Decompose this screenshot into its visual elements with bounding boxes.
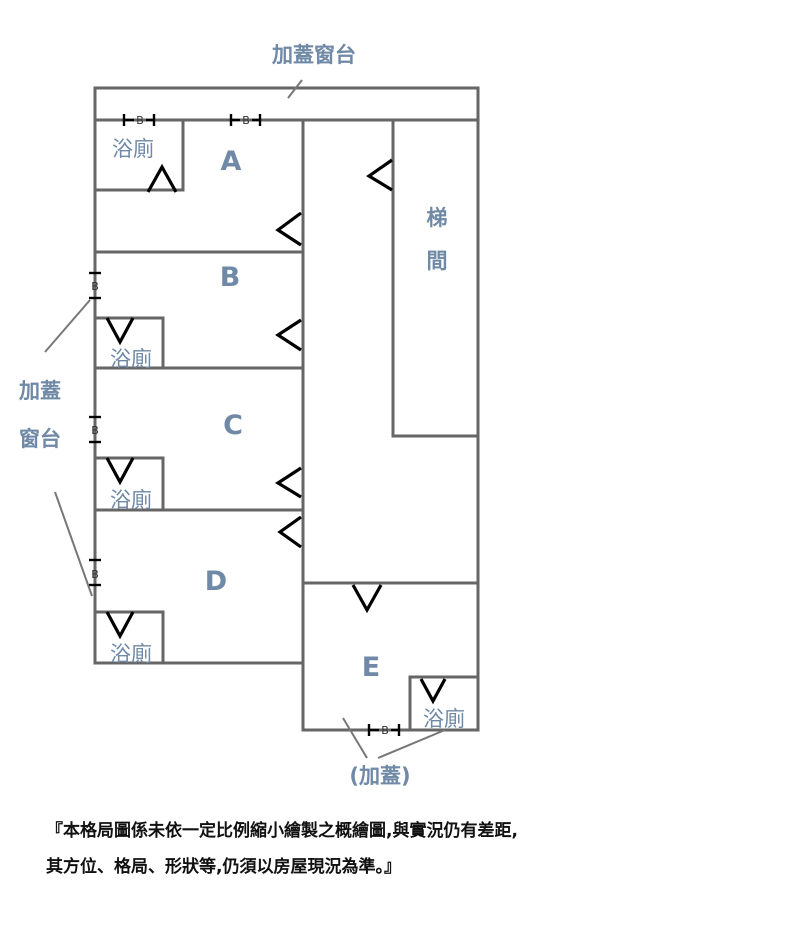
door-room-d (277, 515, 302, 549)
door-bath-d (105, 611, 135, 640)
window-mark-label: B (91, 424, 99, 437)
addition-label: (加蓋) (349, 764, 410, 788)
walls (93, 86, 480, 732)
bathroom-b-label: 浴廁 (110, 347, 152, 371)
window-mark: B (229, 114, 262, 127)
stairwell-label-1: 梯 (427, 206, 448, 230)
door-room-e (351, 584, 383, 614)
window-mark: B (122, 114, 156, 127)
balcony-left-label-1: 加蓋 (18, 379, 61, 403)
window-mark: B (89, 558, 101, 587)
balcony-top-label: 加蓋窗台 (271, 43, 356, 67)
door-bath-e (419, 678, 447, 705)
bathroom-a-label: 浴廁 (112, 137, 154, 161)
door-stairwell (366, 158, 393, 192)
window-mark-label: B (91, 280, 99, 293)
door-bath-b (105, 317, 135, 346)
balcony-left-label-2: 窗台 (19, 427, 61, 451)
window-mark: B (89, 271, 101, 300)
window-mark-label: B (91, 568, 99, 581)
window-mark: B (89, 415, 101, 444)
stairwell-label-2: 間 (427, 249, 448, 273)
room-b-label: B (220, 262, 241, 293)
bathroom-d-label: 浴廁 (110, 642, 152, 666)
door-room-c (274, 466, 302, 499)
leader-lines (44, 79, 446, 759)
disclaimer-line-1: 『本格局圖係未依一定比例縮小繪製之概繪圖,與實況仍有差距, (46, 821, 518, 841)
room-c-label: C (223, 410, 243, 441)
door-symbols (105, 158, 447, 705)
door-room-b (275, 318, 302, 352)
disclaimer-line-2: 其方位、格局、形狀等,仍須以房屋現況為準。』 (46, 857, 401, 877)
door-bath-c (105, 457, 135, 486)
window-mark-label: B (136, 114, 144, 127)
floor-plan: B B B B B B 加蓋窗台 加蓋 (18, 43, 480, 788)
room-e-label: E (362, 652, 380, 683)
window-mark-label: B (381, 724, 389, 737)
bathroom-e-label: 浴廁 (423, 707, 465, 731)
window-mark: B (367, 724, 401, 737)
room-d-label: D (205, 566, 227, 597)
bathroom-c-label: 浴廁 (110, 488, 152, 512)
window-marks: B B B B B B (89, 114, 401, 737)
window-mark-label: B (242, 114, 250, 127)
door-bath-a (146, 163, 178, 193)
door-room-a (275, 211, 302, 247)
room-a-label: A (221, 146, 242, 177)
